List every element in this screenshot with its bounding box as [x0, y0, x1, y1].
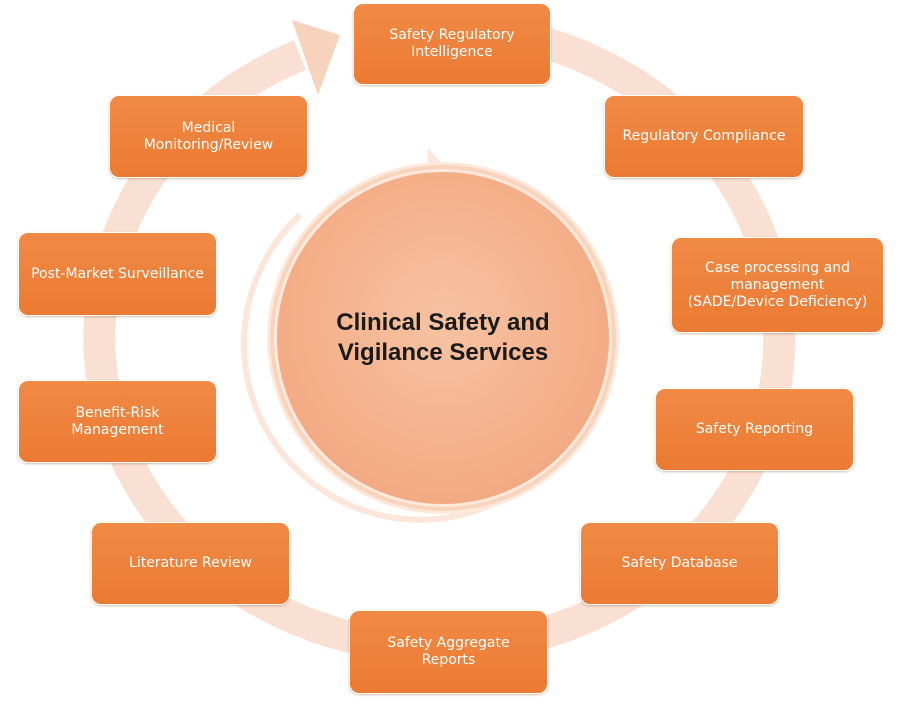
node-label: Regulatory Compliance [622, 128, 786, 144]
node-safety-regulatory-intelligence: Safety Regulatory Intelligence [353, 3, 551, 85]
node-label: Benefit-Risk Management [71, 404, 164, 438]
node-safety-database: Safety Database [580, 522, 779, 605]
node-label: Safety Aggregate Reports [387, 635, 510, 668]
node-label: Safety Database [621, 555, 738, 571]
node-literature-review: Literature Review [91, 522, 290, 605]
center-disc: Clinical Safety and Vigilance Services [277, 172, 609, 504]
node-safety-aggregate-reports: Safety Aggregate Reports [349, 610, 548, 694]
node-label: Safety Reporting [695, 421, 814, 437]
node-label: Post-Market Surveillance [31, 265, 204, 282]
node-medical-monitoring-review: Medical Monitoring/Review [109, 95, 308, 178]
node-regulatory-compliance: Regulatory Compliance [604, 95, 804, 178]
node-benefit-risk-management: Benefit-Risk Management [18, 380, 217, 463]
node-label: Safety Regulatory Intelligence [389, 27, 515, 60]
node-label: Literature Review [129, 555, 252, 571]
node-label: Case processing and management (SADE/Dev… [687, 259, 868, 310]
node-post-market-surveillance: Post-Market Surveillance [18, 232, 217, 316]
cycle-arrow-head-icon [292, 20, 340, 95]
center-title: Clinical Safety and Vigilance Services [336, 309, 550, 366]
node-safety-reporting: Safety Reporting [655, 388, 854, 471]
node-label: Medical Monitoring/Review [143, 119, 274, 153]
node-case-processing: Case processing and management (SADE/Dev… [671, 237, 884, 333]
